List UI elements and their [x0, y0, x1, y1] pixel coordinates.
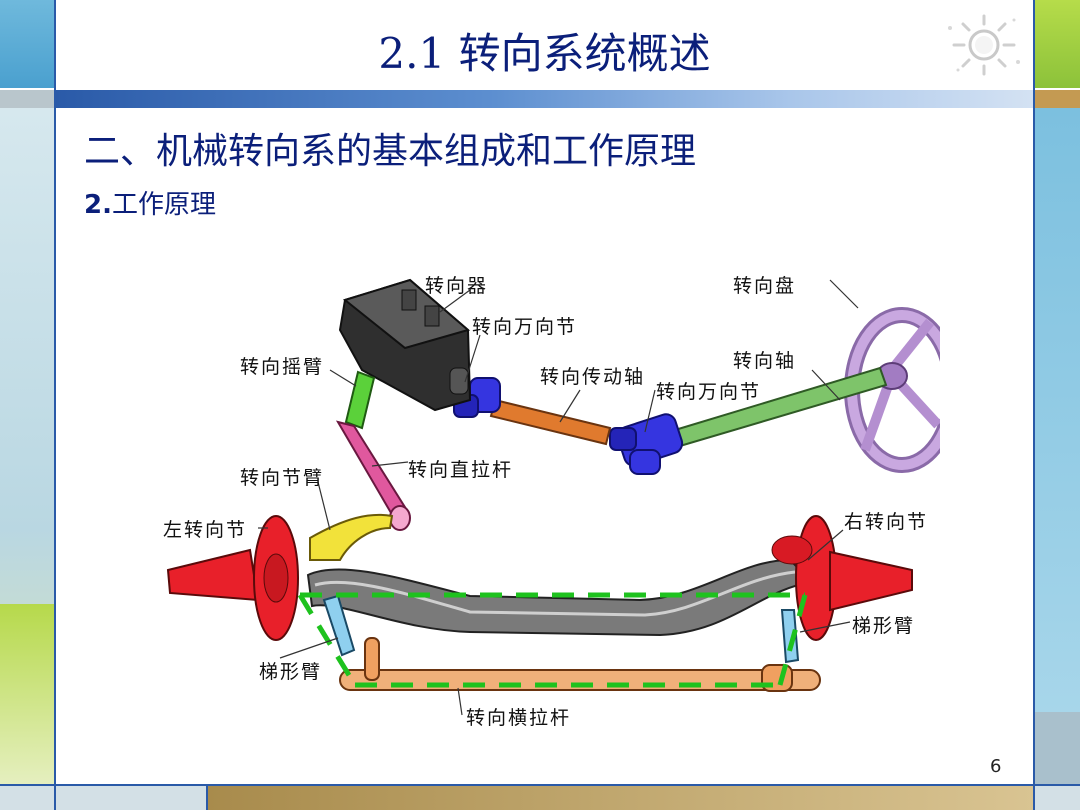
drag-link	[335, 420, 411, 531]
section-heading: 二、机械转向系的基本组成和工作原理	[84, 131, 697, 172]
frame-left-column-lower	[0, 604, 54, 792]
drive-shaft	[489, 398, 612, 446]
frame-right-column-lower	[1035, 712, 1080, 792]
label-steering-wheel: 转向盘	[733, 275, 797, 297]
subsection-heading: 2.工作原理	[84, 184, 216, 221]
right-steering-knuckle	[771, 515, 913, 641]
label-trapezoid-arm-left: 梯形臂	[259, 661, 323, 683]
label-pitman-arm: 转向摇臂	[240, 356, 325, 378]
header-bar-right	[1035, 90, 1080, 108]
steering-gear	[338, 278, 472, 412]
frame-corner-top-right	[1035, 0, 1080, 88]
label-drag-link: 转向直拉杆	[408, 459, 514, 481]
sun-logo-icon	[948, 14, 1020, 76]
frame-line-right	[1033, 0, 1035, 810]
subsection-text: 工作原理	[111, 190, 216, 220]
footer-divider	[206, 785, 208, 810]
trapezoid-arm-right	[780, 609, 800, 664]
slide-title: 2.1 转向系统概述	[378, 29, 711, 78]
label-left-knuckle: 左转向节	[163, 519, 248, 541]
label-drive-shaft: 转向传动轴	[540, 366, 646, 388]
subsection-number: 2.	[84, 190, 112, 220]
label-steering-shaft: 转向轴	[733, 350, 797, 372]
label-trapezoid-arm-right: 梯形臂	[852, 615, 916, 637]
steering-system-diagram	[166, 278, 940, 716]
frame-line-left	[54, 0, 56, 810]
page-number: 6	[990, 756, 1002, 777]
footer-line	[0, 784, 1080, 786]
frame-right-column	[1035, 108, 1080, 712]
pitman-arm	[344, 370, 376, 430]
header-bar-left	[0, 90, 54, 108]
frame-corner-top-left	[0, 0, 54, 88]
steering-trapezoid-outline	[297, 592, 808, 688]
label-steering-gear: 转向器	[425, 275, 489, 297]
footer-bar-gradient	[208, 785, 1035, 810]
label-right-knuckle: 右转向节	[844, 511, 929, 533]
knuckle-arm	[309, 513, 394, 561]
universal-joint-lower	[609, 413, 684, 475]
label-universal-joint-lower: 转向万向节	[656, 381, 762, 403]
left-steering-knuckle	[166, 515, 299, 641]
leader-lines	[258, 279, 859, 716]
header-bar	[54, 90, 1035, 108]
label-universal-joint-upper: 转向万向节	[472, 316, 578, 338]
label-tie-rod: 转向横拉杆	[466, 707, 572, 729]
trapezoid-arm-left	[322, 594, 356, 657]
label-knuckle-arm: 转向节臂	[240, 467, 325, 489]
